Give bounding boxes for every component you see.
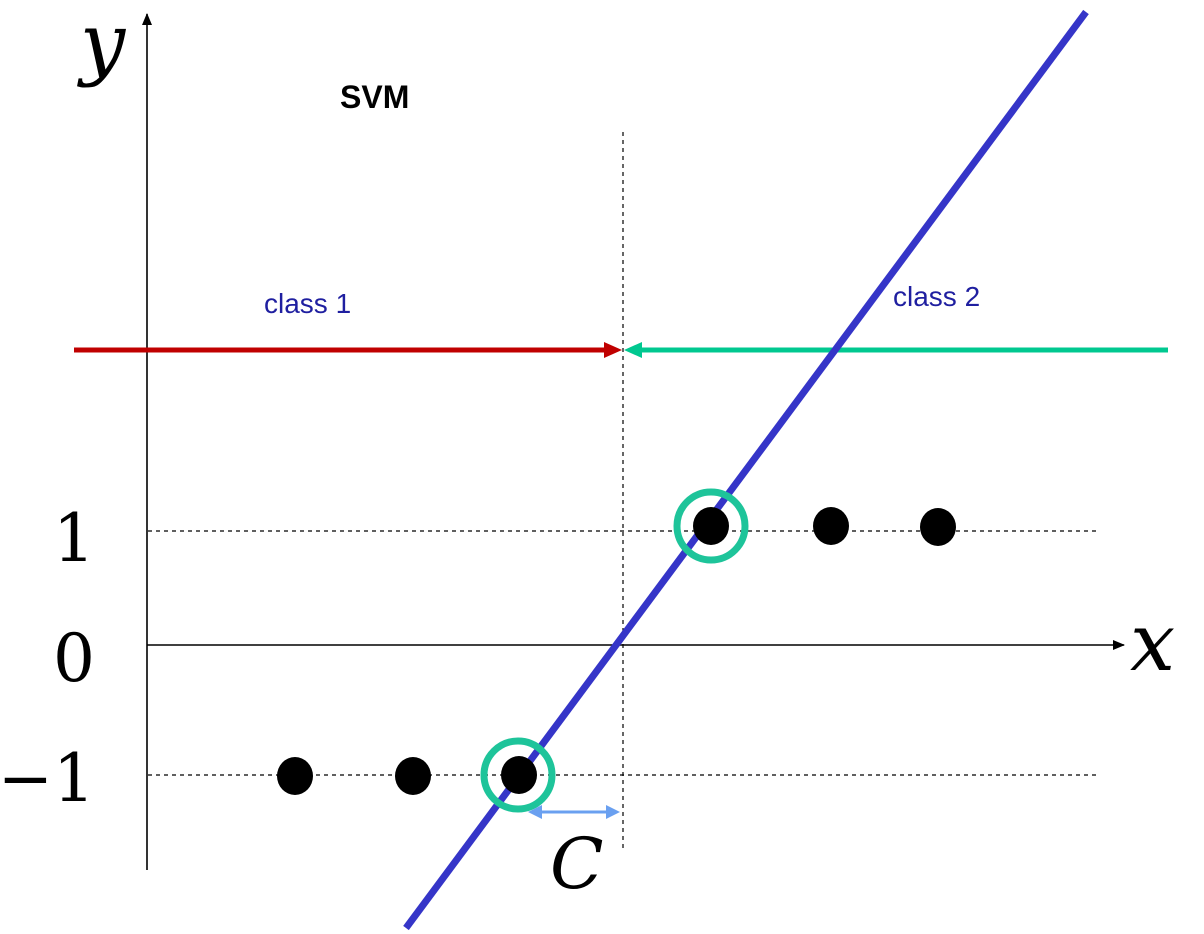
y-tick-label-1: 1 bbox=[53, 500, 95, 577]
y-tick-label-0: 0 bbox=[53, 620, 95, 697]
margin-arrowhead-left bbox=[528, 805, 542, 819]
data-point bbox=[277, 757, 313, 795]
y-tick-label-neg1: −1 bbox=[0, 740, 95, 817]
margin-arrowhead-right bbox=[606, 805, 620, 819]
margin-label: C bbox=[550, 823, 604, 905]
support-vector-circle bbox=[480, 737, 556, 813]
data-point bbox=[501, 756, 537, 794]
data-point bbox=[813, 507, 849, 545]
data-point bbox=[920, 508, 956, 546]
diagram-title: SVM bbox=[340, 79, 409, 115]
y-axis-label: y bbox=[77, 0, 127, 89]
decision-line bbox=[403, 9, 1089, 931]
data-point bbox=[395, 757, 431, 795]
class2-arrowhead bbox=[624, 342, 642, 358]
class1-arrowhead bbox=[604, 342, 622, 358]
data-point bbox=[693, 507, 729, 545]
class1-label: class 1 bbox=[264, 288, 351, 319]
class2-label: class 2 bbox=[893, 281, 980, 312]
support-vector-circle bbox=[673, 488, 749, 564]
x-axis-label: x bbox=[1130, 596, 1175, 689]
